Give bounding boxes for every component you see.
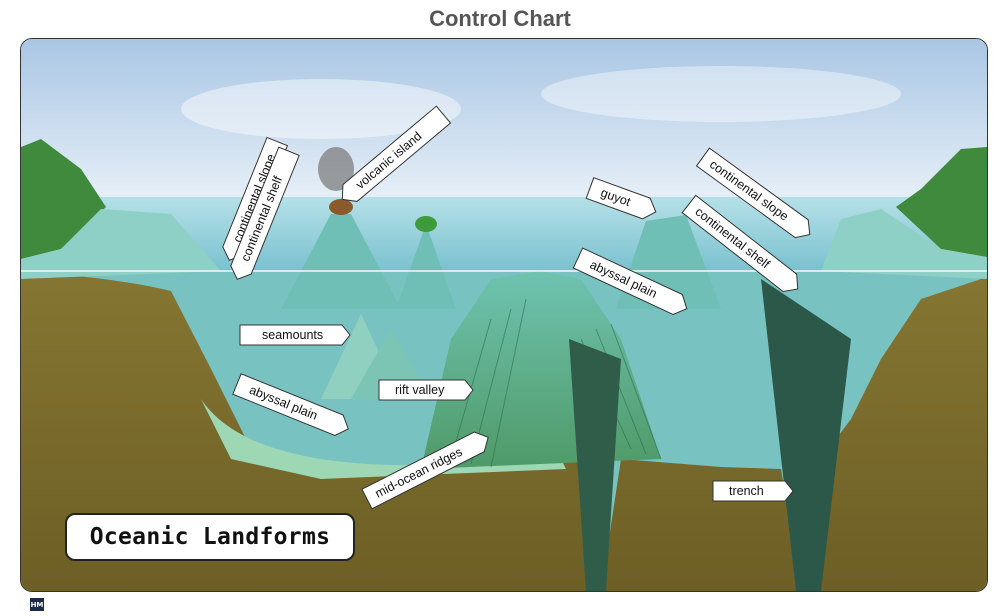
label-arrow-box <box>378 379 474 401</box>
cloud <box>181 79 461 139</box>
logo-text: HM <box>30 600 44 609</box>
label-arrow-box <box>341 105 452 202</box>
label-text: trench <box>729 484 764 498</box>
volcanic-island-cone <box>281 214 401 309</box>
right-continental-shelf <box>821 209 987 279</box>
label-arrow-box <box>712 480 794 502</box>
label-rift-valley: rift valley <box>378 379 474 401</box>
label-arrow-box <box>695 147 811 239</box>
publisher-logo: HM <box>30 598 44 611</box>
label-arrow-box <box>230 146 300 280</box>
label-arrow-box <box>232 373 349 436</box>
cloud <box>541 66 901 122</box>
sky <box>21 39 987 199</box>
label-text: seamounts <box>262 328 323 342</box>
page-title: Control Chart <box>429 6 571 31</box>
island-cone <box>396 224 456 309</box>
label-trench: trench <box>712 480 794 502</box>
left-continental-shelf <box>21 209 221 279</box>
label-arrow-box <box>681 194 799 293</box>
trench-right <box>761 279 851 591</box>
abyssal-floor <box>201 399 566 479</box>
label-arrow-box <box>585 177 657 220</box>
diagram-title-box: Oceanic Landforms <box>65 513 355 561</box>
volcano-crater <box>329 199 353 215</box>
label-text: rift valley <box>395 383 445 397</box>
right-landmass <box>896 147 987 257</box>
label-arrow-box <box>572 247 688 316</box>
label-arrow-box <box>361 431 489 510</box>
diagram-frame: continental slope continental shelf volc… <box>20 38 988 592</box>
label-seamounts: seamounts <box>239 324 351 346</box>
oceanic-landforms-diagram: continental slope continental shelf volc… <box>21 39 987 591</box>
diagram-title: Oceanic Landforms <box>89 524 331 550</box>
label-guyot: guyot <box>585 177 657 220</box>
volcano-smoke <box>318 147 354 191</box>
label-arrow-box <box>239 324 351 346</box>
island-top <box>415 216 437 232</box>
trench-left <box>569 339 621 591</box>
left-landmass <box>21 139 106 259</box>
